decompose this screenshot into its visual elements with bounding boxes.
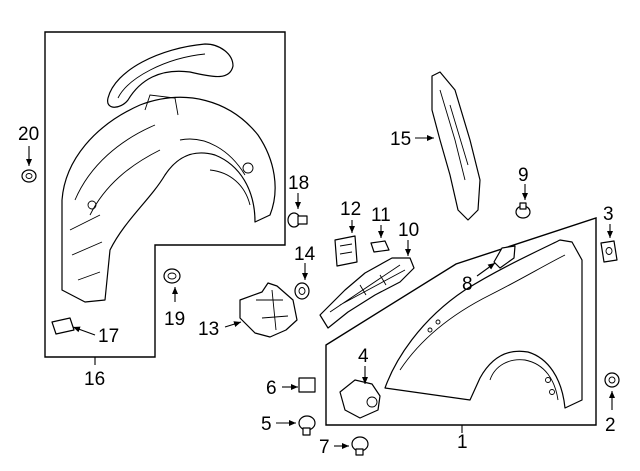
fender-bracket-15	[431, 71, 481, 221]
callout-18: 18	[288, 173, 309, 194]
callout-14: 14	[294, 244, 316, 265]
liner-upper-panel	[107, 43, 234, 108]
callout-7: 7	[319, 437, 330, 458]
callout-2: 2	[605, 415, 616, 436]
leader-8	[476, 262, 496, 277]
callout-4: 4	[358, 346, 369, 367]
bolt-2	[604, 372, 620, 388]
callout-16: 16	[84, 369, 105, 390]
callout-5: 5	[261, 414, 272, 435]
callout-13: 13	[198, 319, 219, 340]
callout-10: 10	[398, 220, 419, 241]
callout-6: 6	[266, 378, 277, 399]
bracket-4	[339, 379, 381, 419]
callout-11: 11	[371, 205, 391, 226]
bolt-9	[515, 202, 531, 219]
support-10	[319, 257, 415, 329]
callout-19: 19	[164, 309, 185, 330]
callout-12: 12	[340, 199, 361, 220]
leader-13	[224, 321, 242, 328]
push-pin-18	[287, 212, 308, 228]
bracket-8	[493, 245, 516, 269]
leader-17	[72, 326, 96, 336]
push-pin-20	[21, 169, 37, 183]
push-pin-19	[163, 268, 181, 284]
bolt-7	[351, 436, 369, 456]
grommet-14	[294, 282, 310, 300]
clip-6	[298, 377, 316, 393]
group-box-1	[325, 217, 597, 426]
bracket-12	[334, 235, 358, 267]
bolt-5	[298, 415, 316, 436]
fender-liner	[61, 94, 276, 303]
clip-17	[51, 317, 75, 335]
callout-9: 9	[518, 165, 529, 186]
group-box-16	[44, 31, 286, 358]
callout-8: 8	[462, 274, 473, 295]
bracket-13	[239, 282, 298, 338]
callout-15: 15	[390, 129, 411, 150]
callout-1: 1	[457, 432, 468, 453]
callout-20: 20	[18, 124, 39, 145]
callout-3: 3	[603, 204, 614, 225]
callout-17: 17	[98, 326, 119, 347]
front-fender-1	[384, 239, 583, 409]
pad-3	[600, 240, 618, 263]
clip-11	[370, 240, 390, 253]
